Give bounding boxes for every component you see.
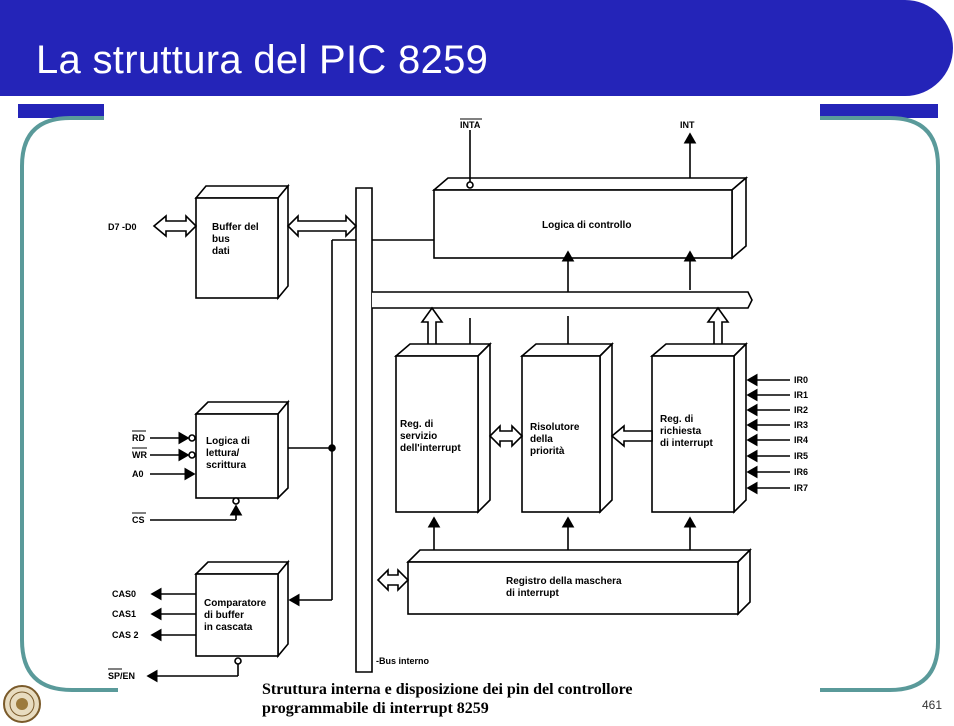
control-logic-label: Logica di controllo [542, 220, 631, 231]
control-logic-block [431, 176, 749, 260]
buffer-label-3: dati [212, 246, 230, 257]
internal-bus-label: -Bus interno [376, 656, 430, 666]
rw-label-2: lettura/ [206, 448, 240, 459]
buffer-label-1: Buffer del [212, 222, 259, 233]
inta-bubble [466, 181, 474, 189]
cas0-label: CAS0 [112, 589, 136, 599]
irr-priority-arrow [610, 424, 653, 448]
cas2-label: CAS 2 [112, 630, 139, 640]
in-service-register [393, 342, 492, 514]
int-label: INT [680, 120, 695, 130]
ir0-label: IR0 [794, 375, 808, 385]
ir7-label: IR7 [794, 483, 808, 493]
wr-bubble [188, 451, 196, 459]
cas1-label: CAS1 [112, 609, 136, 619]
sp-en-bubble [234, 657, 242, 665]
caption-line-2: programmabile di interrupt 8259 [262, 700, 489, 717]
internal-bus-branch [372, 291, 753, 309]
page-number: 461 [922, 698, 943, 712]
header-tab-left [18, 104, 104, 118]
cascade-buffer-comparator [194, 559, 290, 659]
ir-input-lines [746, 373, 790, 495]
isr-label-3: dell'interrupt [400, 443, 461, 454]
read-write-logic [194, 399, 290, 500]
internal-bus [355, 187, 373, 673]
frame-left [20, 116, 118, 692]
isr-label-2: servizio [400, 431, 437, 442]
header-band [0, 0, 953, 96]
inta-label: INTA [460, 120, 481, 130]
buffer-bus-arrow [286, 214, 358, 238]
isr-label-1: Reg. di [400, 419, 434, 430]
wr-label: WR [132, 450, 147, 460]
rd-label: RD [132, 433, 145, 443]
cascade-label-3: in cascata [204, 622, 253, 633]
buffer-label-2: bus [212, 234, 230, 245]
junction-dot [328, 444, 336, 452]
irr-label-3: di interrupt [660, 438, 713, 449]
interrupt-mask-register [406, 548, 752, 616]
interrupt-request-register [649, 342, 748, 514]
irr-to-bus-arrow [706, 306, 730, 347]
rw-label-1: Logica di [206, 436, 250, 447]
ir4-label: IR4 [794, 435, 808, 445]
ir3-label: IR3 [794, 420, 808, 430]
ir6-label: IR6 [794, 467, 808, 477]
priority-resolver [519, 342, 614, 514]
priority-label-2: della [530, 434, 553, 445]
header-tab-right [820, 104, 938, 118]
priority-label-3: priorità [530, 446, 565, 457]
ir2-label: IR2 [794, 405, 808, 415]
mask-label-1: Registro della maschera [506, 576, 622, 587]
irr-label-2: richiesta [660, 426, 702, 437]
slide-header-bar [0, 0, 953, 118]
figure-caption: Struttura interna e disposizione dei pin… [262, 680, 822, 718]
mask-label-2: di interrupt [506, 588, 559, 599]
slide-title: La struttura del PIC 8259 [36, 38, 489, 82]
isr-priority-arrow [488, 424, 524, 448]
bus-mask-arrow [376, 568, 410, 592]
university-seal-logo [3, 685, 41, 723]
cs-label: CS [132, 515, 145, 525]
cascade-label-1: Comparatore [204, 598, 267, 609]
data-bus-arrow [152, 214, 198, 238]
data-pins-label: D7 -D0 [108, 222, 137, 232]
ir1-label: IR1 [794, 390, 808, 400]
rw-label-3: scrittura [206, 460, 246, 471]
a0-label: A0 [132, 469, 144, 479]
rd-bubble [188, 434, 196, 442]
irr-label-1: Reg. di [660, 414, 694, 425]
data-bus-buffer [194, 183, 290, 301]
sp-en-label: SP/EN [108, 671, 135, 681]
cs-bubble [232, 497, 240, 505]
cascade-label-2: di buffer [204, 610, 244, 621]
priority-label-1: Risolutore [530, 422, 580, 433]
frame-right [820, 116, 940, 692]
ir5-label: IR5 [794, 451, 808, 461]
caption-line-1: Struttura interna e disposizione dei pin… [262, 681, 633, 698]
